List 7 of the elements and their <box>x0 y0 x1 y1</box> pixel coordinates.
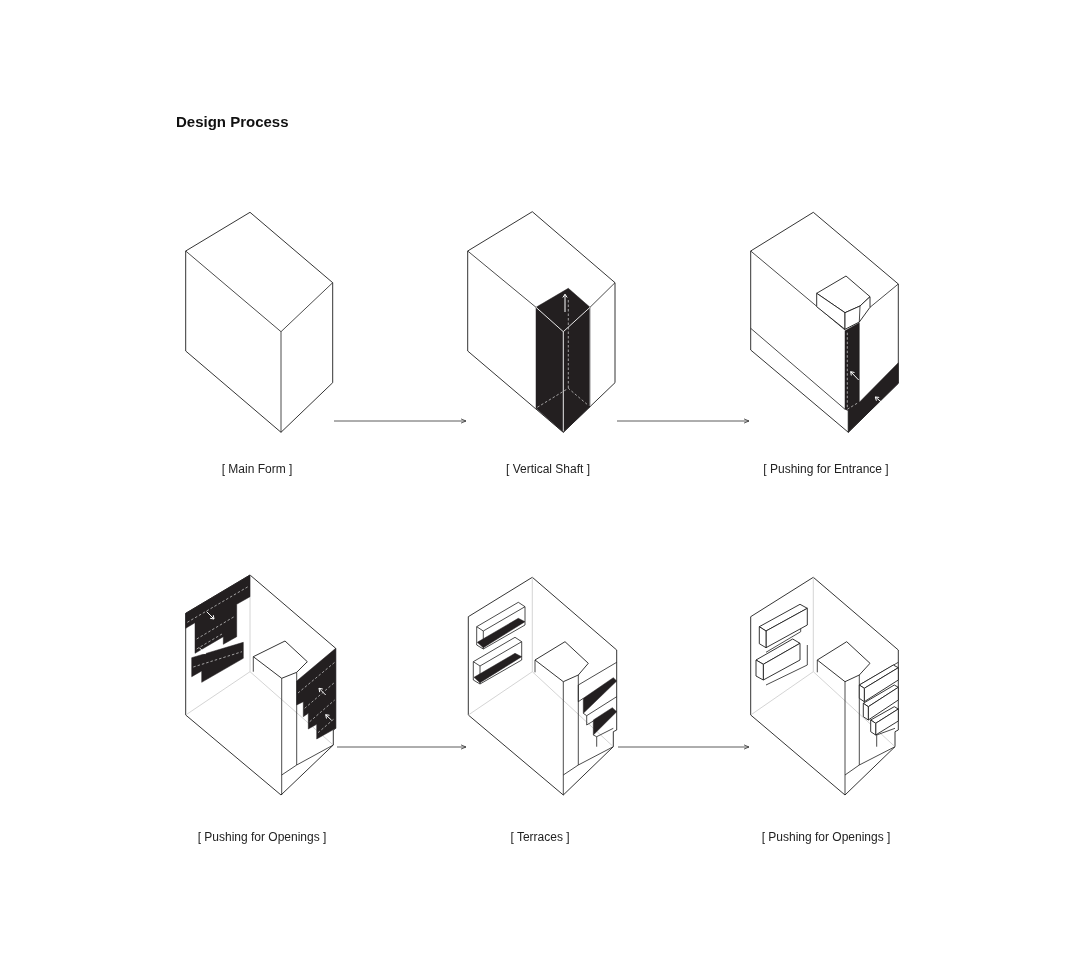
node-label: [ Pushing for Openings ] <box>197 830 327 844</box>
diagram-title: Design Process <box>176 113 289 131</box>
node-label: [ Pushing for Openings ] <box>761 830 891 844</box>
node-label: [ Pushing for Entrance ] <box>763 462 889 476</box>
node-label: [ Vertical Shaft ] <box>506 462 590 476</box>
node-label: [ Main Form ] <box>221 462 293 476</box>
node-label: [ Terraces ] <box>510 830 570 844</box>
